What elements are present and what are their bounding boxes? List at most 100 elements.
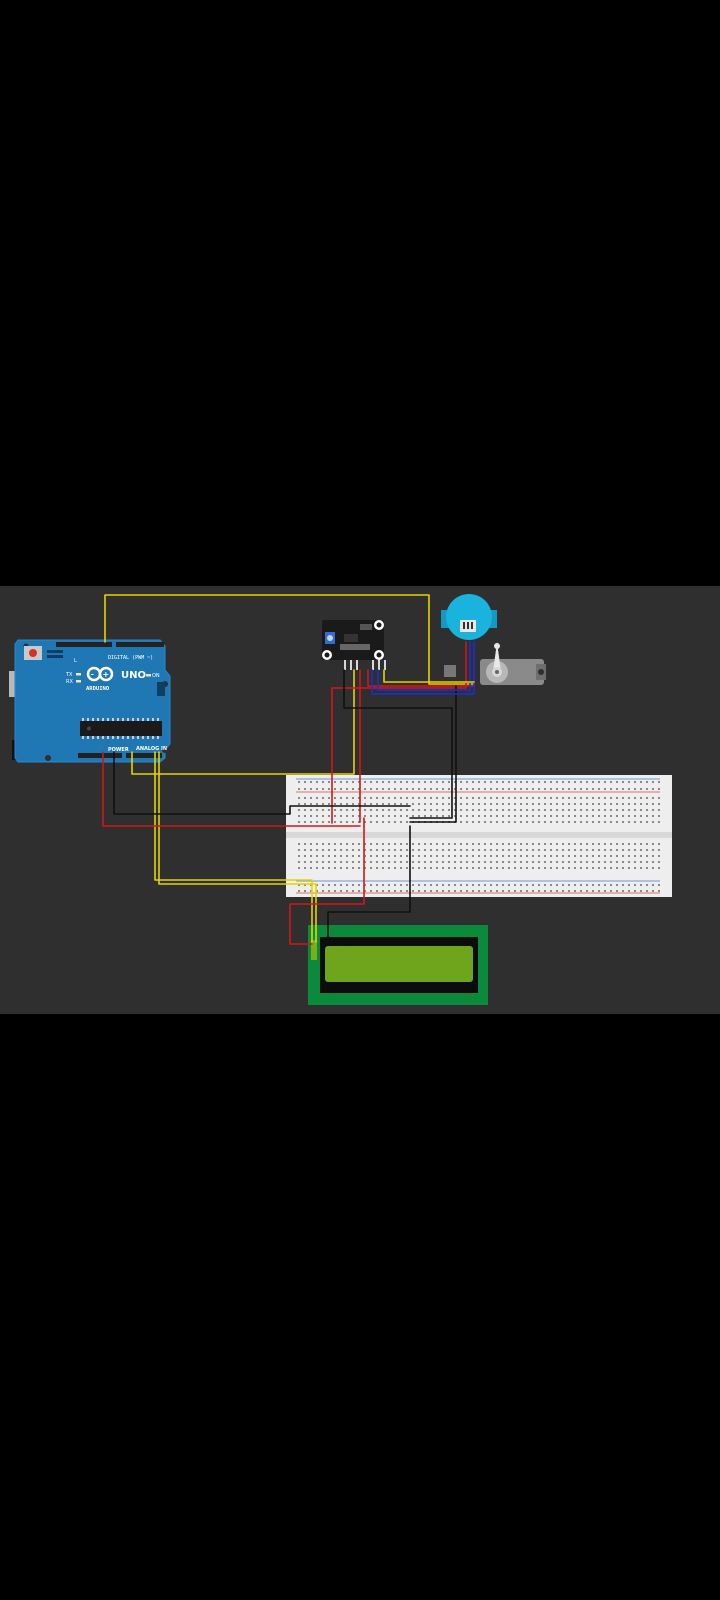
breadboard-hole <box>496 867 498 869</box>
l-label: L <box>74 658 77 664</box>
breadboard-hole <box>526 855 528 857</box>
breadboard-hole <box>370 884 372 886</box>
breadboard-hole <box>400 781 402 783</box>
breadboard-hole <box>298 843 300 845</box>
lcd-16x2[interactable] <box>308 925 488 1005</box>
breadboard-hole <box>352 788 354 790</box>
breadboard-hole <box>550 788 552 790</box>
breadboard-hole <box>376 797 378 799</box>
breadboard-hole <box>616 803 618 805</box>
breadboard-hole <box>616 855 618 857</box>
breadboard-hole <box>430 867 432 869</box>
breadboard-hole <box>406 781 408 783</box>
simulator-canvas[interactable]: DIGITAL (PWM ~) – + UNO ARDUINO TX RX ON… <box>0 586 720 1014</box>
breadboard-hole <box>604 803 606 805</box>
breadboard-hole <box>328 781 330 783</box>
breadboard-hole <box>376 884 378 886</box>
breadboard-hole <box>598 849 600 851</box>
breadboard-hole <box>544 855 546 857</box>
wire-yellow-servo-signal[interactable] <box>104 594 475 685</box>
wire-red-buzzer[interactable] <box>331 641 467 824</box>
breadboard-hole <box>328 803 330 805</box>
wire-yellow-lcd-scl[interactable] <box>158 751 317 943</box>
chip-pin <box>122 736 124 739</box>
breadboard-hole <box>550 861 552 863</box>
breadboard-hole <box>328 821 330 823</box>
servo-motor[interactable] <box>444 642 546 685</box>
breadboard-hole <box>460 890 462 892</box>
wire-black-servo-gnd[interactable] <box>409 685 457 823</box>
breadboard-hole <box>358 803 360 805</box>
wire-yellow-sensor-servo[interactable] <box>383 669 475 683</box>
chip-pin <box>87 736 89 739</box>
breadboard-hole <box>574 890 576 892</box>
breadboard-hole <box>628 843 630 845</box>
breadboard-hole <box>454 861 456 863</box>
breadboard-hole <box>646 890 648 892</box>
breadboard-hole <box>346 809 348 811</box>
wire-black-gnd[interactable] <box>113 751 411 815</box>
breadboard-hole <box>358 797 360 799</box>
wire-yellow-sensor-out[interactable] <box>131 669 355 775</box>
wire-red-5v[interactable] <box>102 751 361 827</box>
wire-blue-buzzer[interactable] <box>371 641 475 695</box>
breadboard-hole <box>562 809 564 811</box>
arduino-uno-board[interactable]: DIGITAL (PWM ~) – + UNO ARDUINO TX RX ON… <box>9 639 171 763</box>
breadboard-hole <box>328 861 330 863</box>
piezo-buzzer[interactable] <box>441 594 497 640</box>
wires[interactable] <box>102 594 475 945</box>
breadboard-hole <box>658 803 660 805</box>
sensor-module[interactable] <box>322 620 386 670</box>
breadboard-hole <box>502 809 504 811</box>
breadboard-hole <box>592 788 594 790</box>
breadboard-hole <box>400 815 402 817</box>
breadboard-hole <box>628 855 630 857</box>
breadboard-hole <box>502 781 504 783</box>
breadboard[interactable] <box>286 775 672 897</box>
breadboard-hole <box>514 781 516 783</box>
breadboard-hole <box>532 843 534 845</box>
reset-button-icon[interactable] <box>29 649 37 657</box>
breadboard-hole <box>412 849 414 851</box>
wire-black-lcd-gnd[interactable] <box>327 825 411 943</box>
breadboard-hole <box>526 781 528 783</box>
servo-horn[interactable] <box>493 642 501 672</box>
breadboard-hole <box>448 861 450 863</box>
breadboard-hole <box>592 849 594 851</box>
breadboard-hole <box>352 815 354 817</box>
breadboard-hole <box>376 890 378 892</box>
breadboard-hole <box>382 867 384 869</box>
breadboard-hole <box>508 843 510 845</box>
breadboard-hole <box>304 861 306 863</box>
breadboard-hole <box>454 843 456 845</box>
breadboard-hole <box>484 815 486 817</box>
breadboard-hole <box>652 890 654 892</box>
breadboard-hole <box>496 815 498 817</box>
breadboard-hole <box>496 809 498 811</box>
wire-red-lcd-vcc[interactable] <box>289 817 365 945</box>
potentiometer-knob[interactable] <box>327 635 333 641</box>
breadboard-hole <box>352 890 354 892</box>
breadboard-hole <box>532 815 534 817</box>
breadboard-hole <box>652 821 654 823</box>
breadboard-hole <box>520 855 522 857</box>
breadboard-hole <box>658 821 660 823</box>
breadboard-hole <box>580 788 582 790</box>
wire-blue-sensor-data[interactable] <box>377 641 471 691</box>
circuit-diagram[interactable]: DIGITAL (PWM ~) – + UNO ARDUINO TX RX ON… <box>0 586 720 1014</box>
breadboard-hole <box>556 809 558 811</box>
breadboard-hole <box>394 843 396 845</box>
wire-yellow-lcd-sda[interactable] <box>154 751 313 943</box>
breadboard-hole <box>550 855 552 857</box>
breadboard-hole <box>436 890 438 892</box>
breadboard-hole <box>298 884 300 886</box>
wire-black-sensor-gnd[interactable] <box>343 669 453 819</box>
breadboard-hole <box>634 855 636 857</box>
breadboard-hole <box>370 855 372 857</box>
breadboard-hole <box>370 849 372 851</box>
breadboard-hole <box>472 843 474 845</box>
wire-red-servo-vcc[interactable] <box>367 669 475 687</box>
breadboard-hole <box>316 861 318 863</box>
breadboard-hole <box>478 849 480 851</box>
breadboard-hole <box>580 884 582 886</box>
